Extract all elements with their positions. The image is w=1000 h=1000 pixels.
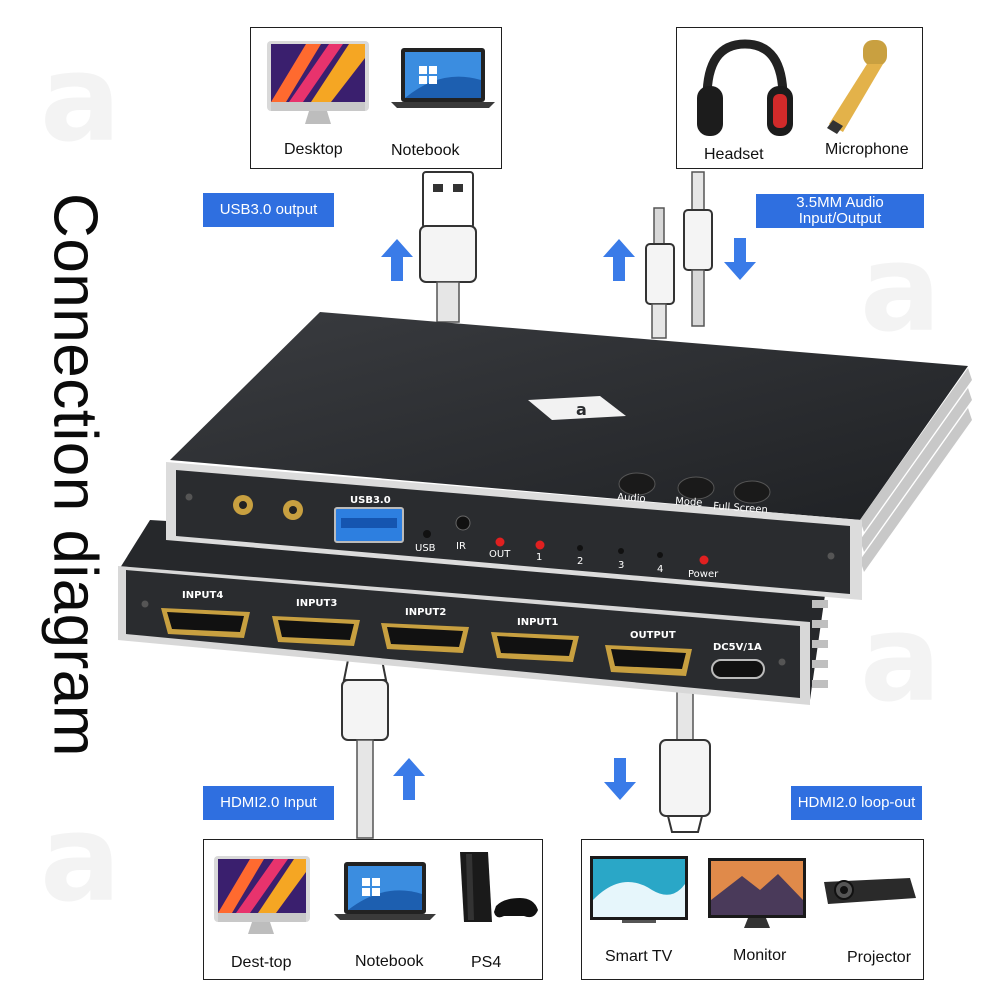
dc-label: DC5V/1A [713,642,762,653]
hdmi-input-cable [341,659,389,839]
usb3-port-label: USB3.0 [350,495,391,506]
notebook-label: Notebook [391,142,460,159]
hdmi-input-tag: HDMI2.0 Input [203,786,334,820]
hdmi-display-box: Smart TV Monitor Projector [581,839,924,980]
output-label: OUTPUT [630,630,676,641]
arrow-down-icon [724,238,756,280]
display-devices-illustration [590,856,916,928]
arrow-down-icon [604,758,636,800]
hdmi-ports [161,608,765,679]
usb-output-tag: USB3.0 output [203,193,334,227]
watermark-logo: a [860,220,941,359]
usb-host-box: Desktop Notebook [250,27,502,169]
microphone-label: Microphone [825,141,909,158]
headset-icon [697,39,793,136]
arrow-up-icon [393,758,425,800]
hdmi-output-cable [659,689,711,833]
power-led-label: Power [688,569,719,580]
device-buttons [618,472,771,504]
audio-tag: 3.5MM Audio Input/Output [756,194,924,228]
ps4-label: PS4 [471,954,502,971]
smart-tv-icon [590,856,688,923]
input1-label: INPUT1 [517,617,558,628]
microphone-icon [827,40,887,134]
usb-cable [419,171,477,323]
ch1-led-label: 1 [536,552,542,563]
input2-label: INPUT2 [405,607,446,618]
desktop-icon [214,856,310,934]
projector-label: Projector [847,949,912,966]
input3-label: INPUT3 [296,598,337,609]
audio-cable-1 [683,171,713,327]
monitor-icon [708,858,806,928]
usb-label: USB [415,543,436,554]
watermark-logo: a [40,30,121,169]
audio-tag-line2: Input/Output [798,210,882,227]
audio-button-label[interactable]: Audio [617,492,646,505]
brand-logo-icon: a [576,400,587,419]
desktop-label: Desktop [284,141,343,158]
ir-label: IR [456,541,466,552]
monitor-label: Monitor [733,947,787,964]
audio-device-box: Headset Microphone [676,27,923,169]
dest-top-label: Dest-top [231,954,292,971]
watermark-logo: a [40,790,121,929]
projector-icon [824,878,916,904]
hdmi-source-box: Dest-top Notebook PS4 [203,839,543,980]
mode-button-label[interactable]: Mode [675,496,703,509]
hdmi-loop-out-tag: HDMI2.0 loop-out [791,786,922,820]
desktop-icon [267,41,369,124]
headset-label: Headset [704,146,764,163]
full-screen-button-label[interactable]: Full Screen [713,501,768,516]
ch4-led-label: 4 [657,564,663,575]
notebook-icon [391,48,495,108]
arrow-up-icon [381,239,413,281]
ps4-icon [460,852,538,922]
notebook-icon [334,862,436,920]
input4-label: INPUT4 [182,590,223,601]
notebook-label: Notebook [355,953,424,970]
watermark-logo: a [860,590,941,729]
audio-tag-line1: 3.5MM Audio [796,193,884,211]
ch3-led-label: 3 [618,560,624,571]
arrow-up-icon [603,239,635,281]
audio-cable-2 [645,207,675,339]
out-led-label: OUT [489,549,511,560]
ch2-led-label: 2 [577,556,583,567]
host-devices-illustration [267,41,495,124]
audio-devices-illustration [697,39,887,136]
smart-tv-label: Smart TV [605,948,673,965]
source-devices-illustration [214,852,538,934]
